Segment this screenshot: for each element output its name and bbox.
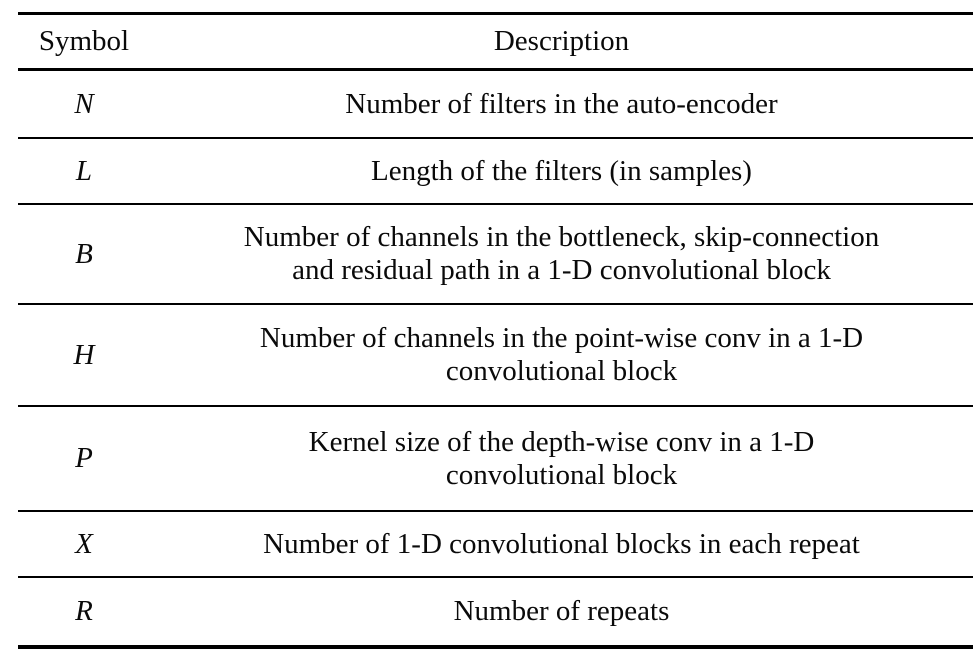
symbol-cell: H	[73, 338, 95, 371]
table-header-row: Symbol Description	[18, 15, 973, 71]
description-text: Number of repeats	[453, 595, 670, 627]
table-row: L Length of the filters (in samples)	[18, 139, 973, 205]
symbol-cell: R	[75, 595, 93, 627]
table-body: N Number of filters in the auto-encoder …	[18, 71, 973, 649]
description-cell: Number of channels in the point-wise con…	[150, 322, 973, 388]
description-text: Number of filters in the auto-encoder	[345, 87, 778, 120]
column-header-description: Description	[493, 25, 630, 57]
description-text: Number of channels in the point-wise con…	[259, 322, 864, 387]
table-row: P Kernel size of the depth-wise conv in …	[18, 407, 973, 512]
table-row: X Number of 1-D convolutional blocks in …	[18, 512, 973, 578]
table-row: H Number of channels in the point-wise c…	[18, 305, 973, 407]
description-text: Number of channels in the bottleneck, sk…	[243, 221, 880, 286]
description-text: Number of 1-D convolutional blocks in ea…	[263, 527, 860, 560]
description-cell: Number of repeats	[150, 595, 973, 628]
description-cell: Number of 1-D convolutional blocks in ea…	[150, 528, 973, 561]
description-text: Length of the filters (in samples)	[371, 154, 752, 187]
symbol-cell: X	[75, 527, 93, 560]
table-row: B Number of channels in the bottleneck, …	[18, 205, 973, 305]
table-row: R Number of repeats	[18, 578, 973, 649]
column-header-symbol: Symbol	[38, 25, 130, 57]
symbol-cell: B	[75, 237, 93, 270]
symbol-cell: L	[75, 154, 93, 187]
symbol-cell: P	[75, 442, 93, 474]
description-cell: Kernel size of the depth-wise conv in a …	[150, 426, 973, 492]
symbol-cell: N	[74, 87, 94, 120]
description-cell: Length of the filters (in samples)	[150, 155, 973, 188]
description-cell: Number of filters in the auto-encoder	[150, 88, 973, 121]
table-row: N Number of filters in the auto-encoder	[18, 71, 973, 139]
description-cell: Number of channels in the bottleneck, sk…	[150, 221, 973, 287]
notation-table: Symbol Description N Number of filters i…	[18, 12, 973, 649]
description-text: Kernel size of the depth-wise conv in a …	[308, 425, 815, 491]
